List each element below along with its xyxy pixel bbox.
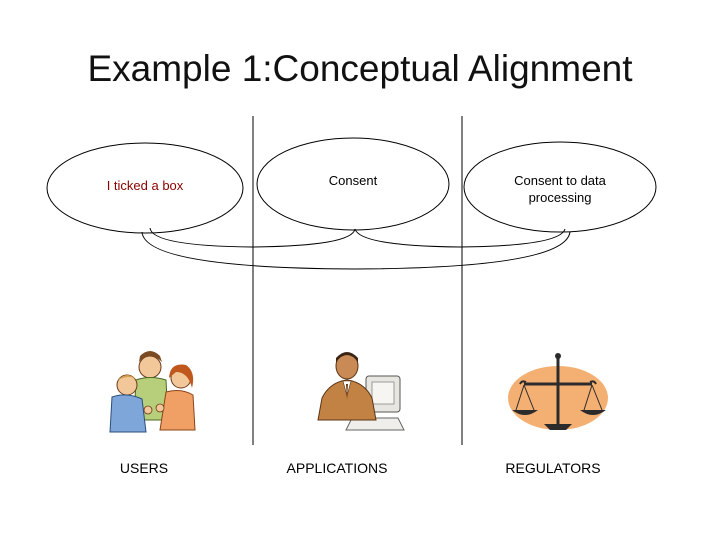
bubble-label-regulators: Consent to data processing: [514, 173, 606, 205]
bubble-regulators: [463, 141, 657, 233]
bubble-label-applications: Consent: [328, 173, 378, 188]
bubble-label-users: I ticked a box: [106, 178, 184, 193]
arc-users-regulators: [141, 231, 571, 270]
arc-users-applications: [149, 227, 356, 248]
group-of-people-icon: [109, 351, 196, 433]
actor-label-applications: APPLICATIONS: [286, 460, 388, 476]
person-at-computer-icon: [317, 352, 405, 431]
actor-label-users: USERS: [119, 460, 169, 476]
arc-applications-regulators: [354, 228, 566, 248]
slide-title: Example 1:Conceptual Alignment: [87, 48, 633, 89]
bubble-users: [46, 142, 244, 234]
bubble-applications: [256, 137, 450, 231]
scales-of-justice-icon: [508, 353, 608, 430]
actor-label-regulators: REGULATORS: [505, 460, 601, 476]
